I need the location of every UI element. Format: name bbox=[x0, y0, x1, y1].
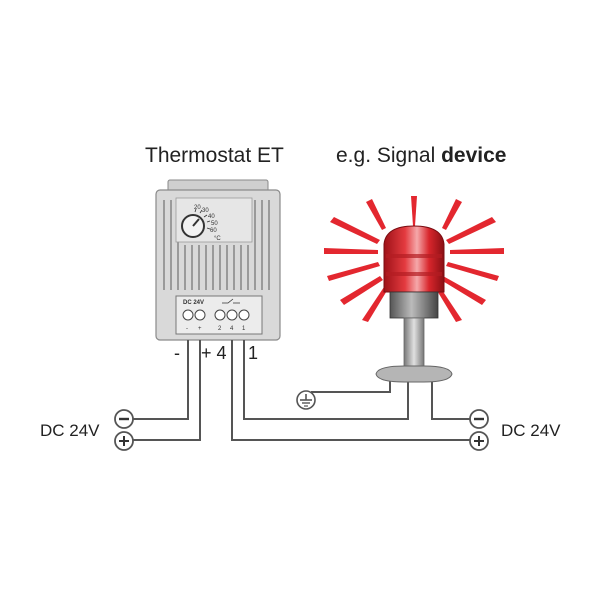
wire-device-minus bbox=[431, 380, 470, 420]
terminal-plus-label: + bbox=[198, 326, 202, 332]
terminal-2-label: 2 bbox=[218, 326, 222, 332]
scale-label-30: 30 bbox=[202, 208, 209, 214]
relay-symbol-icon bbox=[222, 298, 240, 304]
left-supply: DC 24V bbox=[40, 409, 134, 451]
ground-icon bbox=[296, 390, 316, 410]
beacon-base bbox=[389, 291, 439, 319]
screw-terminals bbox=[182, 309, 250, 321]
signal-device bbox=[324, 196, 504, 383]
right-supply-label: DC 24V bbox=[501, 421, 561, 440]
terminal-minus-label: - bbox=[186, 326, 188, 332]
terminal-minus-callout: - bbox=[174, 343, 180, 363]
beacon-ring-1 bbox=[386, 254, 442, 258]
scale-label-20: 20 bbox=[194, 205, 201, 211]
signal-title-bold: device bbox=[441, 144, 506, 167]
terminal-1-label: 1 bbox=[242, 326, 246, 332]
beacon-ring-2 bbox=[386, 272, 442, 276]
terminal-plus-four-callout: + 4 bbox=[201, 343, 227, 363]
signal-device-title: e.g. Signal device bbox=[336, 144, 506, 167]
wire-terminal-1 bbox=[243, 340, 409, 420]
wire-terminal-4 bbox=[231, 340, 470, 441]
left-supply-label: DC 24V bbox=[40, 421, 100, 440]
beacon-stem bbox=[403, 317, 425, 369]
light-rays bbox=[324, 196, 504, 322]
wire-ground bbox=[311, 380, 391, 398]
dial-pointer bbox=[192, 218, 200, 227]
panel-voltage-label: DC 24V bbox=[183, 300, 204, 306]
scale-label-60: 60 bbox=[210, 228, 217, 234]
wire-thermostat-plus bbox=[132, 340, 201, 441]
signal-title-regular: e.g. Signal bbox=[336, 144, 441, 167]
scale-label-50: 50 bbox=[211, 221, 218, 227]
terminal-one-callout: 1 bbox=[248, 343, 258, 363]
thermostat-vents bbox=[163, 200, 270, 290]
scale-label-unit: °C bbox=[214, 236, 221, 242]
terminal-4-label: 4 bbox=[230, 326, 234, 332]
dial-scale-ticks bbox=[194, 208, 211, 230]
beacon-foot bbox=[375, 365, 453, 383]
beacon-dome bbox=[383, 225, 445, 293]
scale-label-40: 40 bbox=[208, 214, 215, 220]
right-supply: DC 24V bbox=[469, 409, 561, 451]
thermostat-title: Thermostat ET bbox=[145, 144, 284, 167]
thermostat-device: 20 30 40 50 60 °C DC 24V - + 2 4 1 bbox=[155, 179, 281, 341]
wire-thermostat-minus bbox=[132, 340, 189, 420]
